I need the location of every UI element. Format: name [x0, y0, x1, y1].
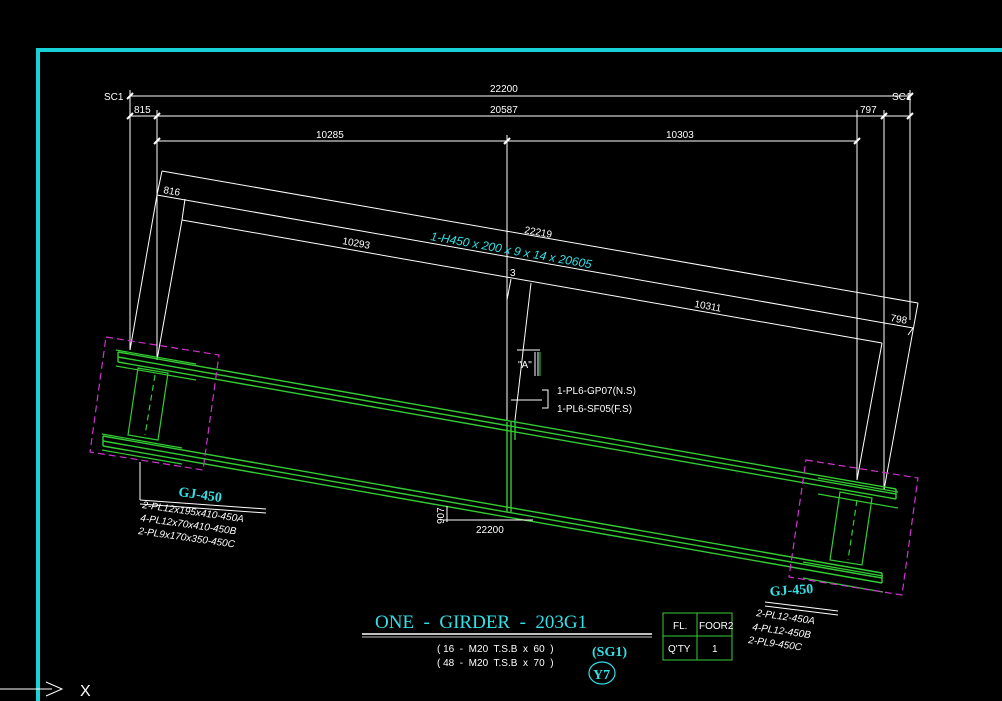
dim-slope-left-half: 10293	[341, 236, 371, 252]
dim-center-span: 20587	[490, 105, 518, 116]
dim-slope-right-half: 10311	[693, 299, 722, 315]
ucs-icon	[0, 681, 64, 697]
girder-mark: (SG1)	[592, 645, 627, 660]
right-splice-plates[interactable]	[802, 477, 899, 593]
member-label: 1-H450 x 200 x 9 x 14 x 20605	[429, 229, 593, 271]
sloped-dimensions	[129, 170, 919, 491]
dim-right-half: 10303	[666, 130, 694, 141]
left-connection-label[interactable]: GJ-450	[177, 485, 222, 506]
drawing-title: ONE - GIRDER - 203G1	[375, 612, 587, 633]
circle-mark-outline	[588, 661, 616, 685]
dim-left-half: 10285	[316, 130, 344, 141]
dim-slope-left-offset: 816	[162, 185, 181, 199]
viewport-frame	[36, 48, 1002, 701]
dim-rise: 907	[436, 507, 447, 524]
bolt-spec-2: ( 48 - M20 T.S.B x 70 )	[437, 658, 554, 669]
stiffener-callout[interactable]	[511, 349, 549, 409]
dim-slope-overall: 22219	[523, 225, 553, 241]
table-header-floor: FL.	[673, 621, 687, 632]
right-connection-label[interactable]: GJ-450	[769, 582, 814, 600]
right-support-label: SC1	[892, 92, 912, 103]
table-header-floor-value: FOOR2	[699, 621, 734, 632]
connection-label-underlines	[139, 462, 839, 616]
dim-right-offset: 797	[860, 105, 877, 116]
stiffener-note-2: 1-PL6-SF05(F.S)	[557, 404, 632, 415]
quantity-table	[662, 612, 733, 661]
dim-center-mark: 3	[510, 268, 516, 279]
dim-slope-right-offset: 798	[889, 313, 908, 327]
bolt-spec-1: ( 16 - M20 T.S.B x 60 )	[437, 644, 554, 655]
girder-beam[interactable]	[102, 351, 897, 584]
dim-overall: 22200	[490, 84, 518, 95]
top-dimension-ticks	[126, 92, 914, 145]
dim-base: 22200	[476, 525, 504, 536]
left-splice-plates[interactable]	[101, 349, 197, 465]
circle-mark: Y7	[593, 668, 610, 683]
left-support-label: SC1	[104, 92, 124, 103]
top-dimensions	[129, 90, 911, 490]
table-qty-value: 1	[712, 644, 718, 655]
right-connection-box[interactable]	[788, 459, 919, 596]
table-qty-label: Q'TY	[668, 644, 691, 655]
ucs-x-axis-label: X	[80, 683, 91, 700]
stiffener-note-1: 1-PL6-GP07(N.S)	[557, 386, 636, 397]
rise-dimension	[443, 506, 533, 522]
stiffener-callout-text: "A"	[518, 360, 532, 371]
dim-left-offset: 815	[134, 105, 151, 116]
